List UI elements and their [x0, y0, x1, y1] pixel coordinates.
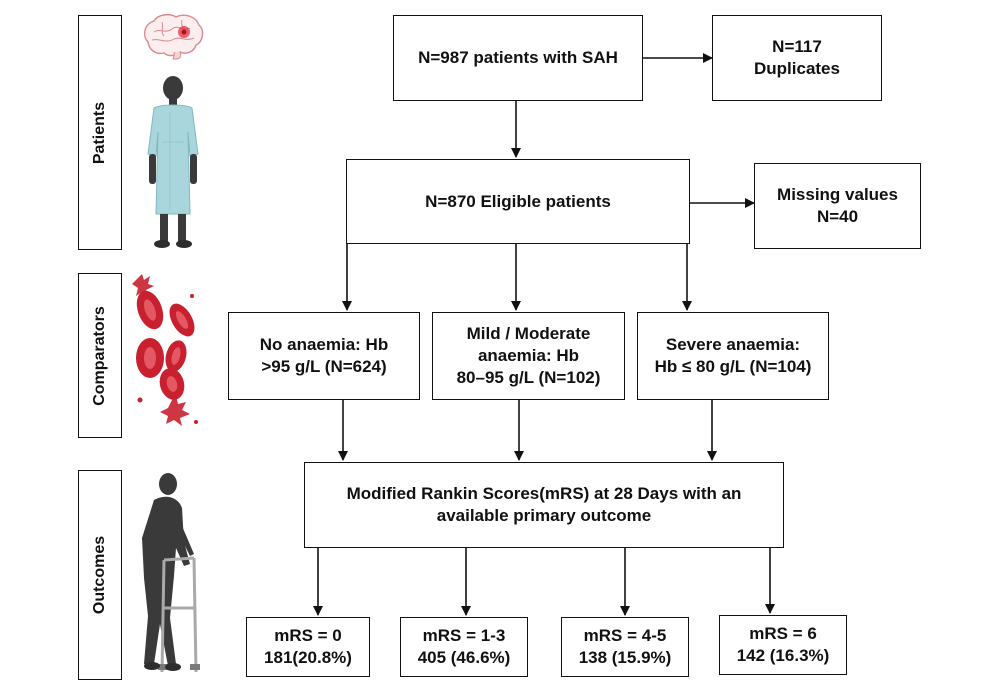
section-outcomes-label: Outcomes	[91, 535, 108, 615]
section-comparators-label: Comparators	[91, 305, 108, 406]
box-primary-outcome: Modified Rankin Scores(mRS) at 28 Days w…	[304, 462, 784, 548]
brain-icon	[143, 13, 204, 60]
patient-gown-icon	[147, 76, 199, 248]
box-severe-anaemia: Severe anaemia:Hb ≤ 80 g/L (N=104)	[637, 312, 829, 400]
box-sah-patients: N=987 patients with SAH	[393, 15, 643, 101]
elderly-walker-icon	[142, 473, 200, 673]
box-eligible-patients: N=870 Eligible patients	[346, 159, 690, 244]
section-patients: Patients	[78, 15, 122, 250]
box-no-anaemia: No anaemia: Hb>95 g/L (N=624)	[228, 312, 420, 400]
section-outcomes: Outcomes	[78, 470, 122, 680]
red-blood-cells-icon	[132, 274, 198, 426]
section-comparators: Comparators	[78, 273, 122, 438]
section-patients-label: Patients	[91, 101, 108, 164]
